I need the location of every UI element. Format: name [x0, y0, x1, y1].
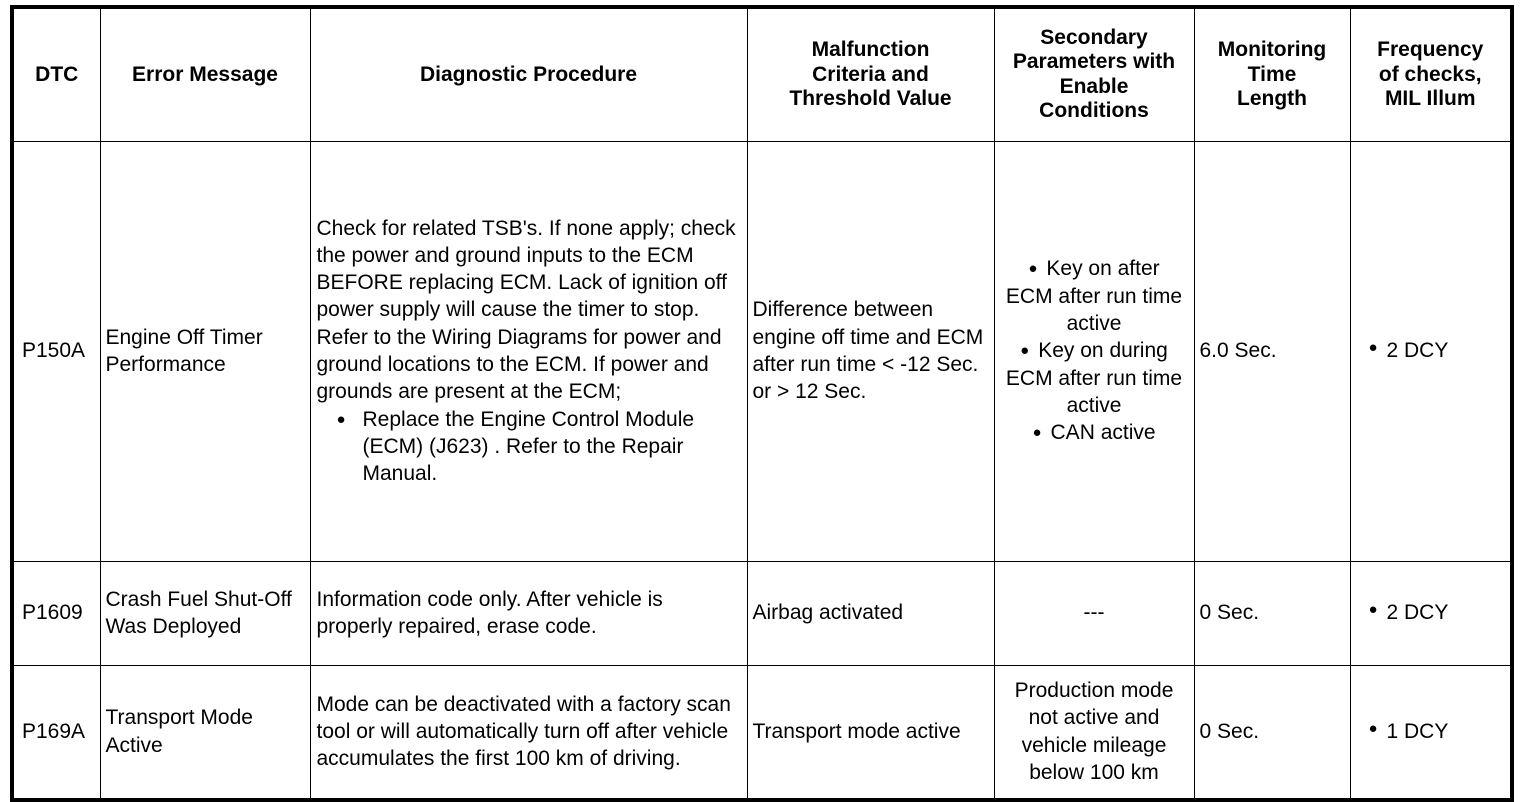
bullet-icon: ● — [1028, 260, 1038, 278]
cell-frequency: 2 DCY — [1349, 560, 1513, 666]
table-row: P150A Engine Off Timer Performance Check… — [11, 140, 1513, 562]
frequency-bullet-list: 1 DCY — [1357, 718, 1505, 745]
column-header-secondary: Secondary Parameters with Enable Conditi… — [993, 6, 1195, 142]
monitoring-time-text: 6.0 Sec. — [1199, 339, 1277, 363]
secondary-bullet-list: ●Key on after ECM after run time active … — [1001, 255, 1188, 446]
malfunction-text: Airbag activated — [752, 601, 904, 625]
cell-diagnostic-procedure: Check for related TSB's. If none apply; … — [309, 140, 748, 562]
bullet-icon: ● — [1020, 342, 1030, 360]
monitoring-time-text: 0 Sec. — [1199, 601, 1260, 625]
diagnostic-paragraph: Information code only. After vehicle is … — [316, 587, 663, 638]
cell-malfunction-criteria: Transport mode active — [746, 664, 995, 801]
column-header-monitoring: Monitoring Time Length — [1193, 6, 1351, 142]
cell-secondary-parameters: ●Key on after ECM after run time active … — [993, 140, 1195, 562]
dtc-code: P1609 — [22, 601, 83, 625]
list-item: 1 DCY — [1357, 718, 1505, 745]
dtc-code: P169A — [22, 720, 86, 744]
cell-malfunction-criteria: Airbag activated — [746, 560, 995, 666]
table-row: P169A Transport Mode Active Mode can be … — [11, 664, 1513, 801]
table-body: P150A Engine Off Timer Performance Check… — [11, 140, 1513, 801]
secondary-text: Production mode not active and vehicle m… — [1014, 679, 1174, 785]
table-header: DTC Error Message Diagnostic Procedure M… — [11, 6, 1513, 142]
list-item: 2 DCY — [1357, 599, 1505, 626]
cell-secondary-parameters: --- — [993, 560, 1195, 666]
cell-frequency: 1 DCY — [1349, 664, 1513, 801]
monitoring-time-text: 0 Sec. — [1199, 720, 1260, 744]
cell-diagnostic-procedure: Mode can be deactivated with a factory s… — [309, 664, 748, 801]
cell-error-message: Engine Off Timer Performance — [99, 140, 311, 562]
column-header-diagnostic: Diagnostic Procedure — [309, 6, 748, 142]
secondary-text: --- — [1083, 601, 1105, 625]
cell-dtc: P150A — [11, 140, 101, 562]
cell-error-message: Crash Fuel Shut-Off Was Deployed — [99, 560, 311, 666]
list-item-label: CAN active — [1050, 421, 1156, 445]
frequency-bullet-list: 2 DCY — [1357, 337, 1505, 364]
column-header-error: Error Message — [99, 6, 311, 142]
cell-secondary-parameters: Production mode not active and vehicle m… — [993, 664, 1195, 801]
list-item-label: Key on during ECM after run time active — [1005, 339, 1183, 417]
cell-error-message: Transport Mode Active — [99, 664, 311, 801]
list-item-label: Key on after ECM after run time active — [1005, 257, 1183, 336]
list-item: ● CAN active — [1001, 419, 1188, 446]
error-message-text: Transport Mode Active — [105, 706, 253, 757]
dtc-code: P150A — [22, 339, 86, 363]
cell-monitoring-time: 0 Sec. — [1193, 560, 1351, 666]
list-item: ●Key on after ECM after run time active — [1001, 255, 1188, 337]
error-message-text: Engine Off Timer Performance — [105, 325, 263, 376]
cell-diagnostic-procedure: Information code only. After vehicle is … — [309, 560, 748, 666]
list-item: 2 DCY — [1357, 337, 1505, 364]
cell-dtc: P1609 — [11, 560, 101, 666]
malfunction-text: Difference between engine off time and E… — [752, 298, 984, 404]
error-message-text: Crash Fuel Shut-Off Was Deployed — [105, 587, 292, 638]
cell-dtc: P169A — [11, 664, 101, 801]
bullet-icon: ● — [1032, 424, 1042, 442]
list-item: ●Key on during ECM after run time active — [1001, 337, 1188, 419]
dtc-diagnostic-table: DTC Error Message Diagnostic Procedure M… — [10, 5, 1514, 802]
cell-monitoring-time: 0 Sec. — [1193, 664, 1351, 801]
diagnostic-paragraph: Check for related TSB's. If none apply; … — [316, 216, 736, 404]
diagnostic-bullet-list: Replace the Engine Control Module (ECM) … — [317, 406, 741, 488]
cell-frequency: 2 DCY — [1349, 140, 1513, 562]
frequency-bullet-list: 2 DCY — [1357, 599, 1505, 626]
column-header-frequency: Frequency of checks, MIL Illum — [1349, 6, 1513, 142]
column-header-dtc: DTC — [11, 6, 101, 142]
list-item: Replace the Engine Control Module (ECM) … — [317, 406, 741, 488]
diagnostic-paragraph: Mode can be deactivated with a factory s… — [316, 692, 731, 771]
malfunction-text: Transport mode active — [752, 720, 961, 744]
cell-malfunction-criteria: Difference between engine off time and E… — [746, 140, 995, 562]
cell-monitoring-time: 6.0 Sec. — [1193, 140, 1351, 562]
column-header-malfunction: Malfunction Criteria and Threshold Value — [746, 6, 995, 142]
table-row: P1609 Crash Fuel Shut-Off Was Deployed I… — [11, 560, 1513, 666]
header-row: DTC Error Message Diagnostic Procedure M… — [11, 6, 1513, 142]
